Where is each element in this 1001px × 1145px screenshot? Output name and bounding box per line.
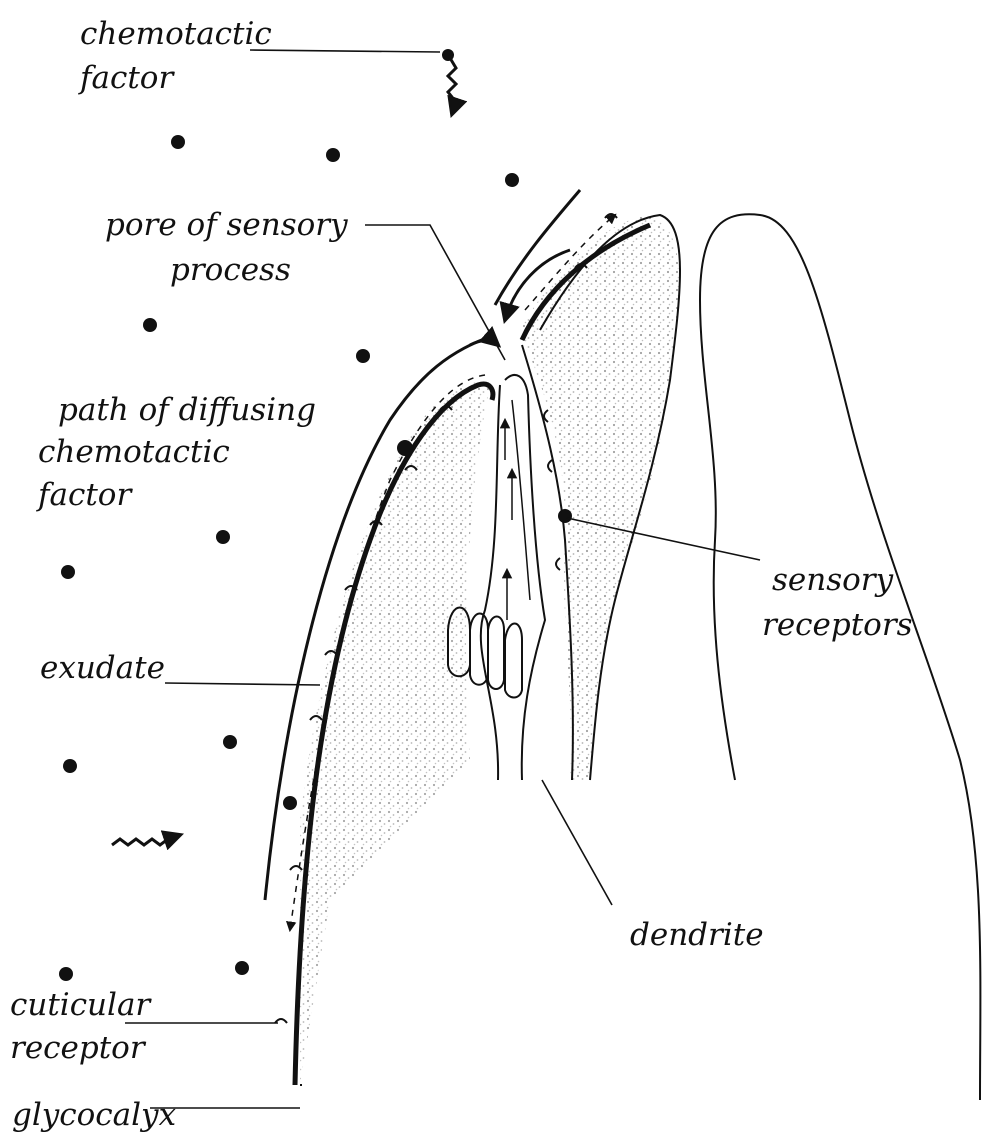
stippled-tissue-left <box>300 382 490 1085</box>
sensory-process-wall-left <box>481 385 500 780</box>
dendrite-upward-arrows <box>505 420 512 620</box>
label-cuticular-receptor: cuticular receptor <box>10 987 160 1066</box>
wavy-arrow-icon <box>112 835 180 845</box>
label-dendrite: dendrite <box>630 917 764 953</box>
label-pore-of-sensory-process: pore of sensory process <box>105 207 358 288</box>
dendrite-inner <box>512 400 530 600</box>
label-path-of-diffusing-factor: path of diffusing chemotactic factor <box>36 392 326 513</box>
label-sensory-receptors: sensory receptors <box>762 562 913 643</box>
dendrite-trunk <box>505 375 545 780</box>
label-chemotactic-factor: chemotactic factor <box>78 16 282 96</box>
label-exudate: exudate <box>40 650 165 686</box>
large-lobe-outline <box>700 214 980 1100</box>
wavy-arrow-icon <box>448 58 456 114</box>
label-glycocalyx: glycocalyx <box>12 1097 177 1133</box>
